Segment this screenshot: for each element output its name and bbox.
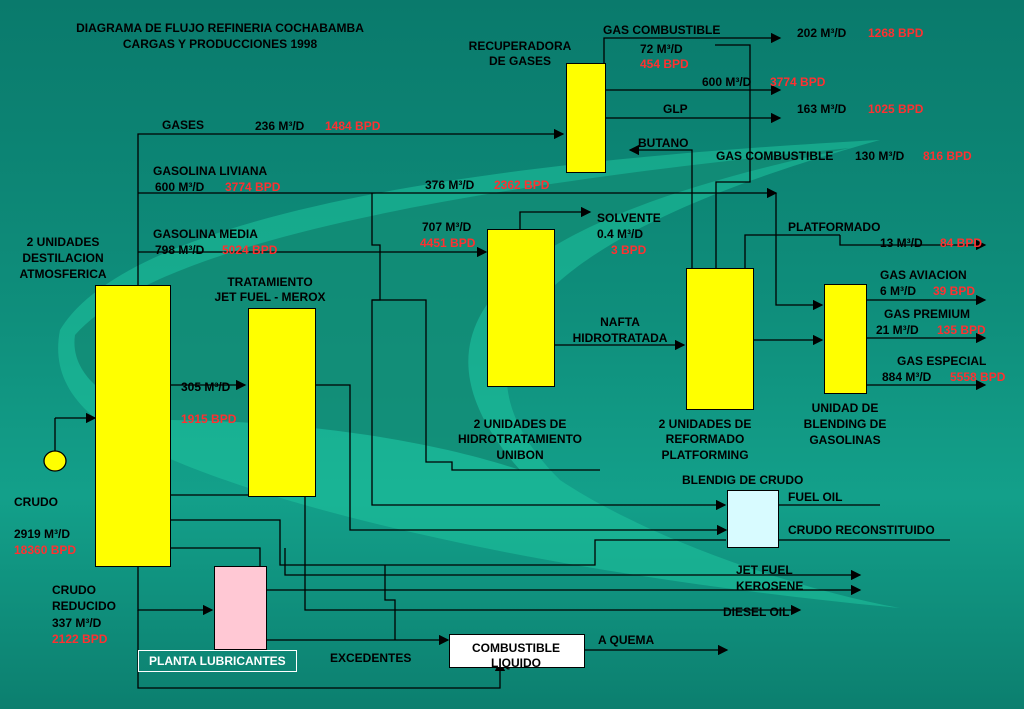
title-line-1: DIAGRAMA DE FLUJO REFINERIA COCHABAMBA [76, 21, 364, 35]
jet-label-1: TRATAMIENTO [227, 275, 313, 289]
crudo-bpd: 18360 BPD [14, 543, 77, 557]
stream-707-bpd: 4451 BPD [420, 236, 476, 250]
nafta-label-1: NAFTA [600, 315, 640, 329]
crudo-m3: 2919 M³/D [14, 527, 71, 541]
diesel-oil-label: DIESEL OIL [723, 605, 790, 619]
gas-premium-bpd: 135 BPD [937, 323, 986, 337]
platformado-label: PLATFORMADO [788, 220, 881, 234]
hydrotreating-unit[interactable] [487, 229, 555, 387]
gas-combustible-top-label: GAS COMBUSTIBLE [603, 23, 721, 37]
gasolina-liviana-m3: 600 M³/D [155, 180, 205, 194]
crudo-label: CRUDO [14, 495, 58, 509]
gas-combustible-2-m3: 130 M³/D [855, 149, 905, 163]
gas-combustible-top-bpd: 454 BPD [640, 57, 689, 71]
liquid-fuel-label-2: LIQUIDO [491, 656, 541, 670]
crudo-reducido-label-2: REDUCIDO [52, 599, 117, 613]
jet-fuel-merox-unit[interactable] [248, 308, 316, 497]
gas-combustible-out-m3: 202 M³/D [797, 26, 847, 40]
reform-label-3: PLATFORMING [661, 448, 749, 462]
gas-combustible-top-m3: 72 M³/D [640, 42, 683, 56]
crude-blend-label: BLENDIG DE CRUDO [682, 473, 804, 487]
gasolina-liviana-bpd: 3774 BPD [225, 180, 281, 194]
gas-premium-label: GAS PREMIUM [884, 307, 971, 321]
blend-label-1: UNIDAD DE [811, 401, 879, 415]
atm-label-3: ATMOSFERICA [19, 267, 107, 281]
gases-label: GASES [162, 118, 205, 132]
glp-label: GLP [663, 102, 688, 116]
jet-fuel-label: JET FUEL [736, 563, 793, 577]
butano-label: BUTANO [638, 136, 689, 150]
crude-feed-circle [43, 450, 67, 472]
excedentes-label: EXCEDENTES [330, 651, 412, 665]
liquid-fuel-label-1: COMBUSTIBLE [472, 641, 560, 655]
blending-unit[interactable] [824, 284, 867, 394]
hidro-label-1: 2 UNIDADES DE [473, 417, 567, 431]
gas-combustible-out-bpd: 1268 BPD [868, 26, 924, 40]
atm-label-2: DESTILACION [22, 251, 104, 265]
lubricants-plant[interactable] [214, 566, 267, 650]
a-quema-label: A QUEMA [598, 633, 655, 647]
reform-label-1: 2 UNIDADES DE [658, 417, 752, 431]
hidro-label-2: HIDROTRATAMIENTO [458, 432, 582, 446]
lubricants-plant-label: PLANTA LUBRICANTES [138, 650, 297, 672]
crudo-reducido-bpd: 2122 BPD [52, 632, 108, 646]
gas-combustible-2-label: GAS COMBUSTIBLE [716, 149, 834, 163]
gases-m3: 236 M³/D [255, 119, 305, 133]
crudo-reconstituido-label: CRUDO RECONSTITUIDO [788, 523, 935, 537]
gas-especial-label: GAS ESPECIAL [897, 354, 987, 368]
liquid-fuel-box[interactable] [449, 634, 585, 668]
fuel-oil-label: FUEL OIL [788, 490, 843, 504]
blend-label-3: GASOLINAS [809, 433, 881, 447]
stream-600-m3: 600 M³/D [702, 75, 752, 89]
stream-600-bpd: 3774 BPD [770, 75, 826, 89]
title-line-2: CARGAS Y PRODUCCIONES 1998 [122, 37, 318, 51]
stream-376-m3: 376 M³/D [425, 178, 475, 192]
gas-especial-bpd: 5558 BPD [950, 370, 1006, 384]
nafta-label-2: HIDROTRATADA [572, 331, 668, 345]
solvente-bpd: 3 BPD [611, 243, 647, 257]
blend-label-2: BLENDING DE [803, 417, 887, 431]
gas-premium-m3: 21 M³/D [876, 323, 919, 337]
gas-aviacion-label: GAS AVIACION [880, 268, 967, 282]
gas-especial-m3: 884 M³/D [882, 370, 932, 384]
hidro-label-3: UNIBON [496, 448, 544, 462]
platformado-bpd: 84 BPD [940, 236, 983, 250]
kerosene-label: KEROSENE [736, 579, 804, 593]
atmospheric-distillation-unit[interactable] [95, 285, 171, 567]
stream-707-m3: 707 M³/D [422, 220, 472, 234]
jet-feed-bpd: 1915 BPD [181, 412, 237, 426]
gas-aviacion-m3: 6 M³/D [880, 284, 916, 298]
glp-m3: 163 M³/D [797, 102, 847, 116]
platformado-m3: 13 M³/D [880, 236, 923, 250]
gas-recovery-unit[interactable] [566, 63, 606, 173]
crudo-reducido-label-1: CRUDO [52, 583, 96, 597]
gas-aviacion-bpd: 39 BPD [933, 284, 976, 298]
solvente-m3: 0.4 M³/D [597, 227, 644, 241]
gasolina-media-m3: 798 M³/D [155, 243, 205, 257]
jet-label-2: JET FUEL - MEROX [214, 290, 326, 304]
reforming-unit[interactable] [686, 268, 754, 410]
reform-label-2: REFORMADO [665, 432, 745, 446]
gasolina-media-bpd: 5024 BPD [222, 243, 278, 257]
gasolina-liviana-label: GASOLINA LIVIANA [153, 164, 268, 178]
solvente-label: SOLVENTE [597, 211, 661, 225]
gas-combustible-2-bpd: 816 BPD [923, 149, 972, 163]
gasolina-media-label: GASOLINA MEDIA [153, 227, 258, 241]
crude-blending-unit[interactable] [727, 490, 779, 548]
atm-label-1: 2 UNIDADES [26, 235, 100, 249]
gases-bpd: 1484 BPD [325, 119, 381, 133]
recup-label-2: DE GASES [488, 54, 551, 68]
jet-feed-m3: 305 M³/D [181, 380, 231, 394]
glp-bpd: 1025 BPD [868, 102, 924, 116]
recup-label-1: RECUPERADORA [468, 39, 572, 53]
crudo-reducido-m3: 337 M³/D [52, 616, 102, 630]
stream-376-bpd: 2362 BPD [494, 178, 550, 192]
